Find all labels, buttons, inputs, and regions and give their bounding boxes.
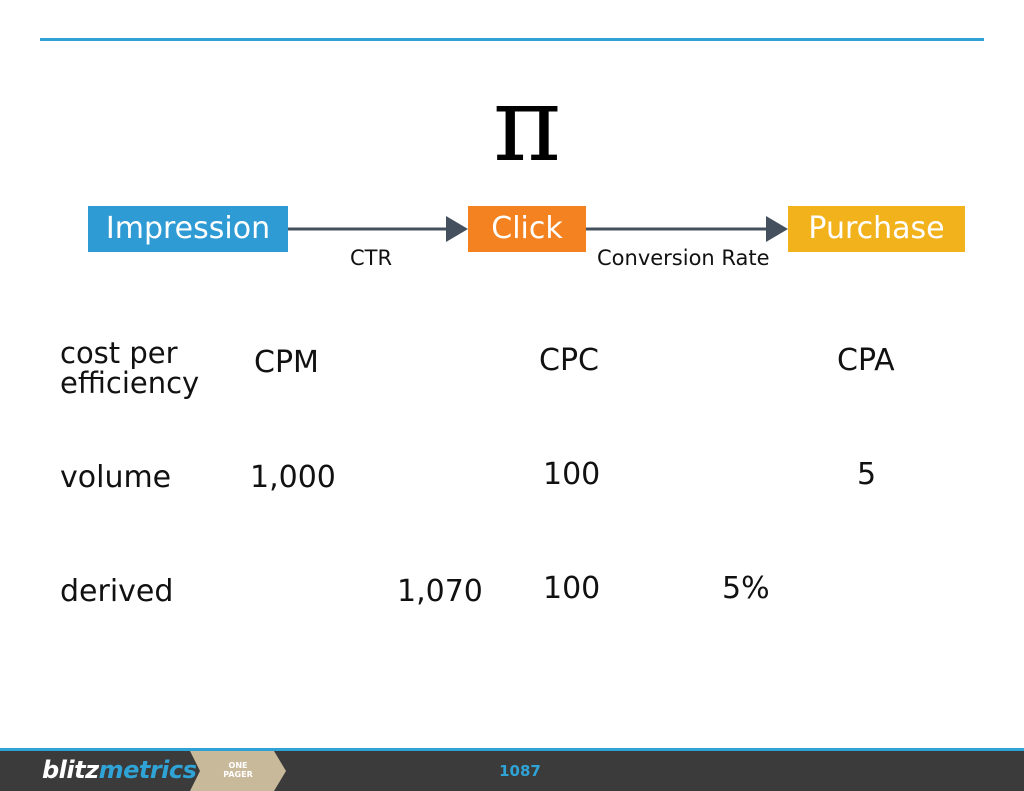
brand-logo-part2: metrics (98, 756, 197, 784)
derived-value-3: 5% (722, 571, 770, 606)
tag-line-2: PAGER (223, 770, 253, 779)
one-pager-tag (190, 751, 286, 791)
volume-impressions: 1,000 (250, 460, 336, 495)
one-pager-label: ONE PAGER (212, 761, 264, 779)
link-label-ctr: CTR (350, 246, 393, 270)
row-label-derived: derived (60, 574, 174, 609)
cost-cpa: CPA (837, 343, 895, 378)
footer-bar: blitzmetrics ONE PAGER 1087 (0, 748, 1024, 791)
brand-logo: blitzmetrics (42, 756, 197, 784)
tag-line-1: ONE (228, 761, 248, 770)
pi-symbol: π (492, 63, 562, 185)
top-rule (40, 38, 984, 41)
row-label-cost-per-efficiency: cost per efficiency (60, 336, 200, 401)
brand-logo-part1: blitz (42, 756, 99, 784)
cost-cpm: CPM (254, 345, 319, 380)
derived-value-2: 100 (543, 571, 601, 606)
derived-value-1: 1,070 (397, 574, 483, 609)
cost-cpc: CPC (539, 343, 599, 378)
volume-purchases: 5 (857, 457, 877, 492)
link-label-conversion-rate: Conversion Rate (597, 246, 770, 270)
row-label-volume: volume (60, 460, 172, 495)
stage-impression: Impression (88, 206, 288, 252)
page-number: 1087 (499, 762, 541, 780)
stage-purchase: Purchase (788, 206, 965, 252)
stage-click: Click (468, 206, 586, 252)
footer-rule (0, 748, 1024, 751)
arrow-head-purchase (766, 216, 788, 242)
volume-clicks: 100 (543, 457, 601, 492)
arrow-head-click (446, 216, 468, 242)
